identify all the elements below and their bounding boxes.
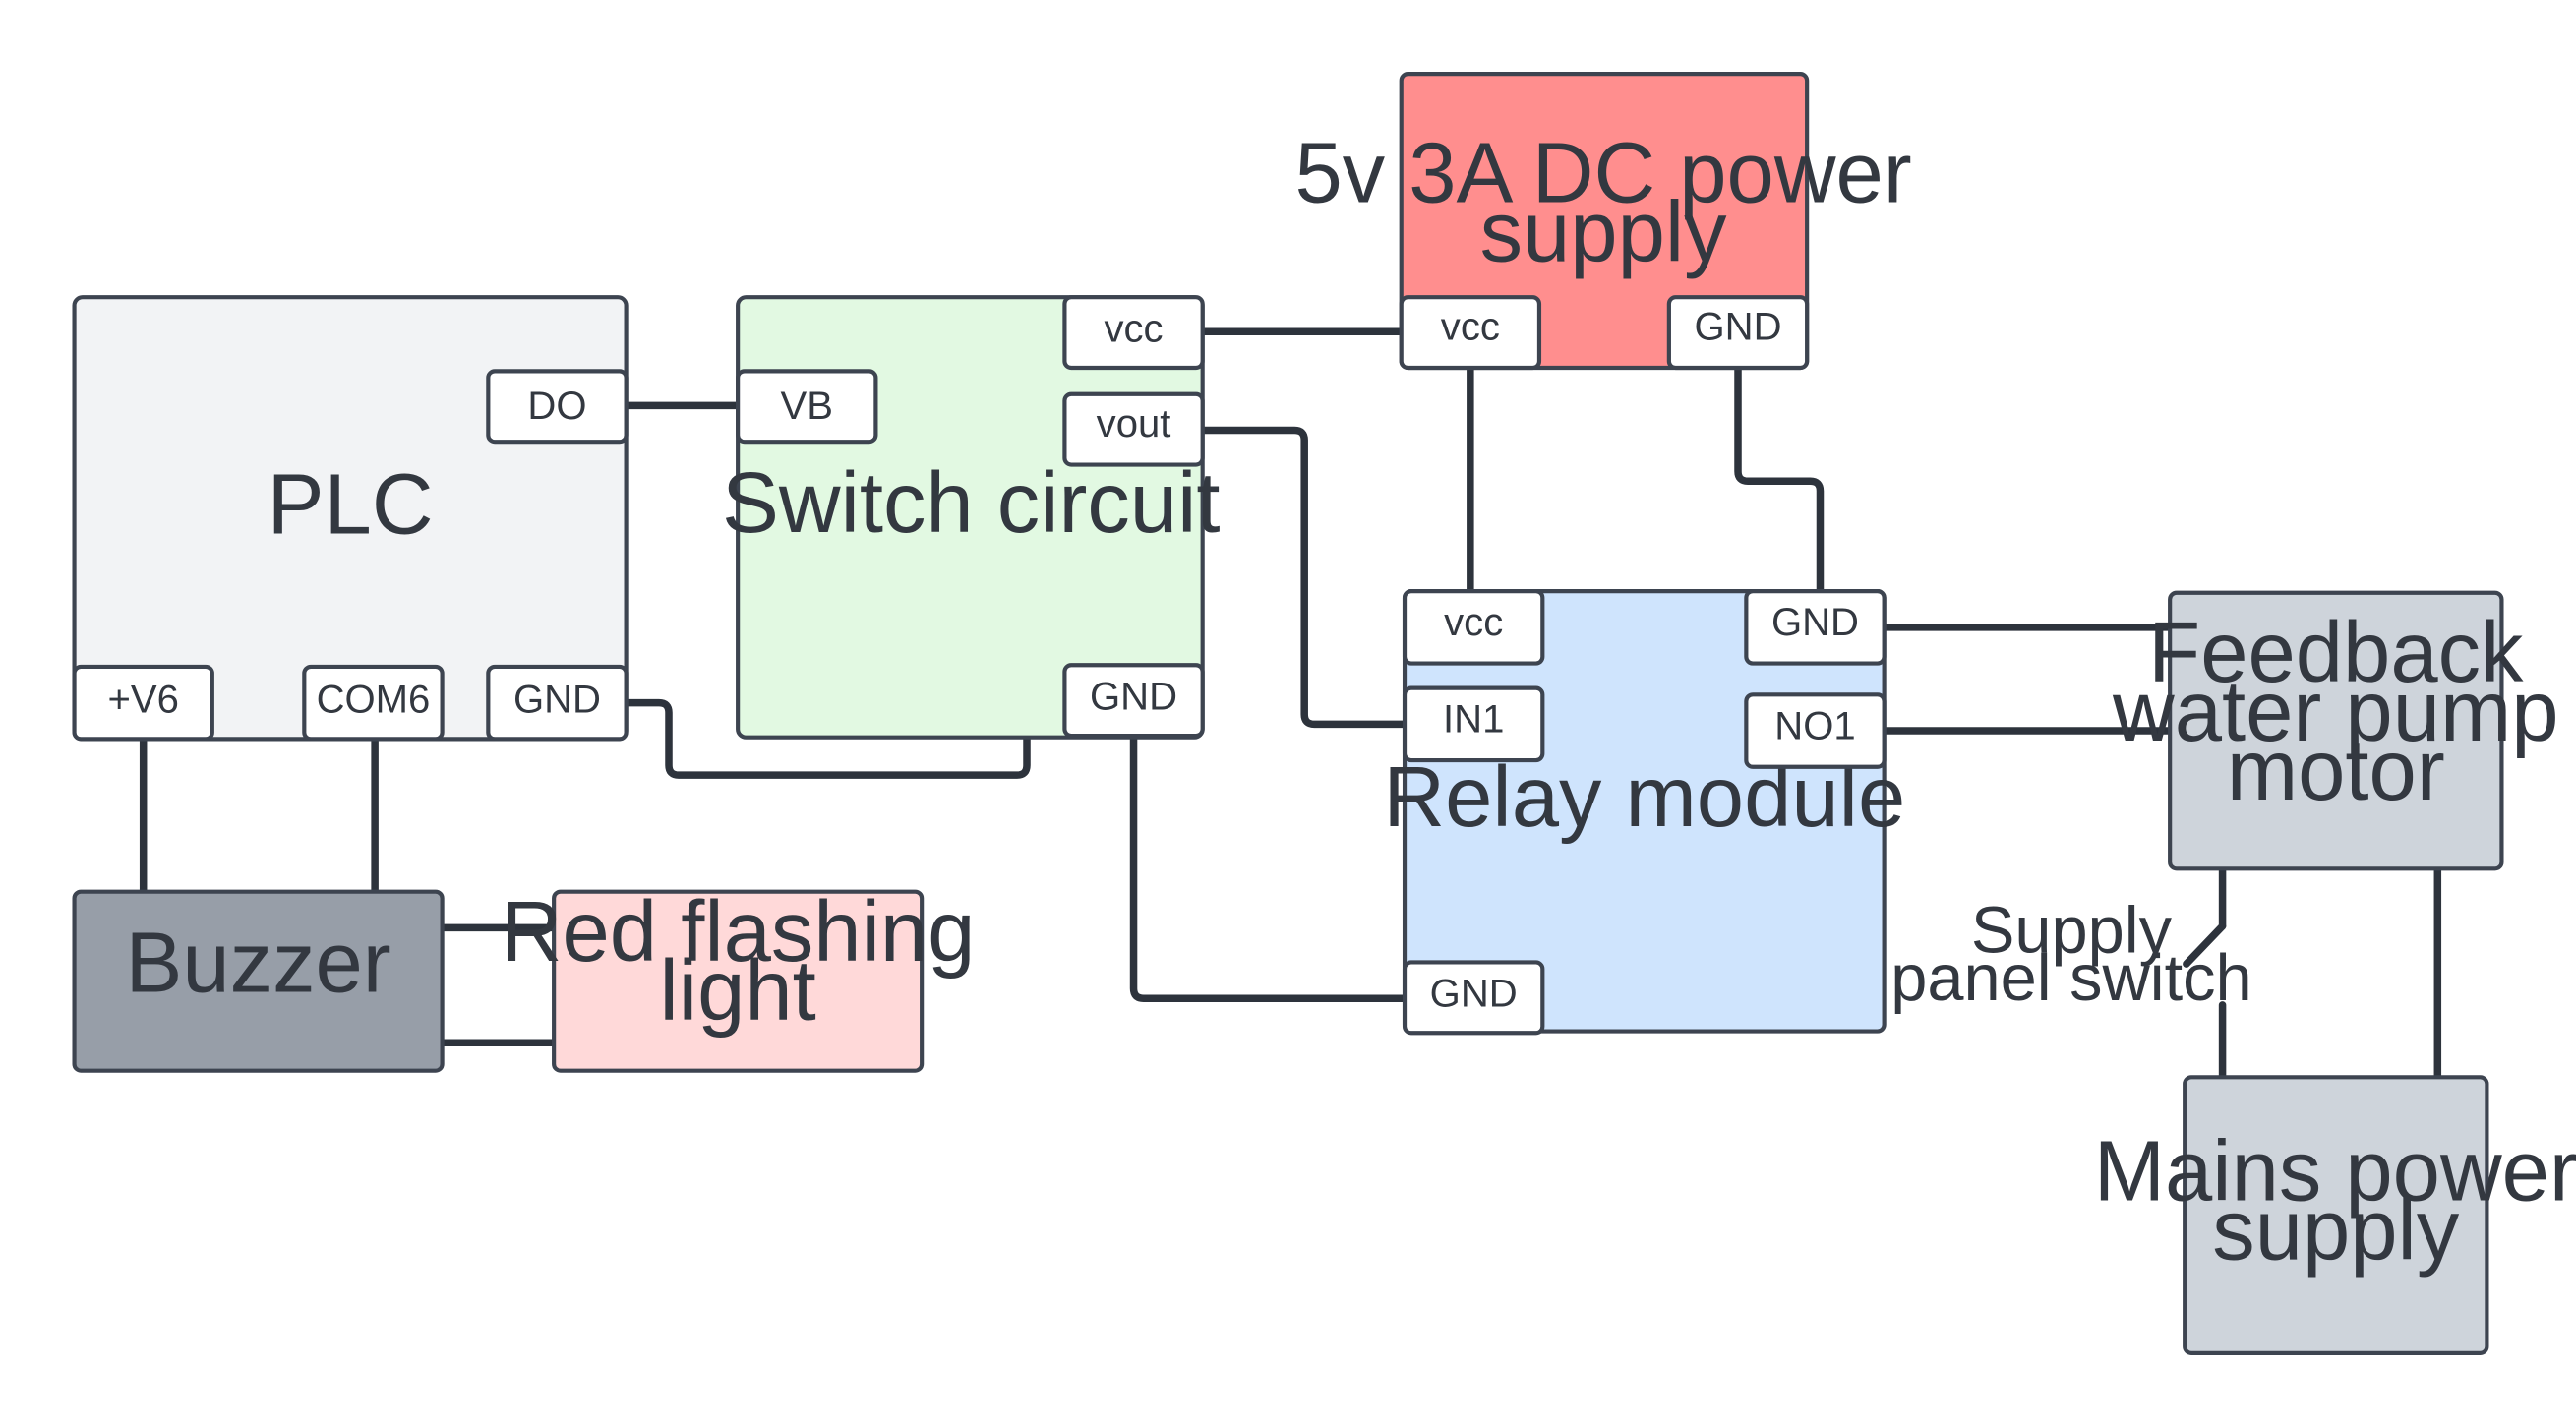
switch-port-vcc-label: vcc xyxy=(1104,307,1163,350)
dc-supply-port-vcc xyxy=(1399,295,1542,371)
plc-port-com6-label: COM6 xyxy=(317,679,431,722)
pump-motor-block: Feedback water pump motor xyxy=(2112,590,2559,871)
plc-block: PLC DO +V6 COM6 GND xyxy=(72,295,629,742)
dc-power-supply-block: 5v 3A DC power supply vcc GND xyxy=(1294,72,1912,371)
relay-port-no1 xyxy=(1744,692,1887,769)
plc-port-do xyxy=(486,369,629,445)
relay-port-gnd-top-label: GND xyxy=(1771,601,1859,644)
plc-port-com6 xyxy=(302,664,445,742)
red-light-body xyxy=(552,889,925,1073)
switch-port-vout xyxy=(1062,391,1205,467)
relay-port-no1-label: NO1 xyxy=(1774,704,1855,747)
buzzer-block: Buzzer xyxy=(72,889,445,1073)
dc-supply-body xyxy=(1399,72,1810,371)
mains-power-supply-block: Mains power supply xyxy=(2094,1075,2576,1355)
switch-port-vb-label: VB xyxy=(781,385,833,428)
dc-supply-port-gnd-label: GND xyxy=(1694,306,1781,349)
switch-port-vcc xyxy=(1062,295,1205,371)
switch-circuit-block: Switch circuit VB vcc vout GND xyxy=(722,295,1221,740)
plc-label: PLC xyxy=(268,457,434,553)
dc-supply-port-vcc-label: vcc xyxy=(1441,306,1500,349)
mains-label-line2: supply xyxy=(2212,1183,2460,1278)
switch-circuit-label: Switch circuit xyxy=(722,455,1221,551)
buzzer-body xyxy=(72,889,445,1073)
plc-port-gnd xyxy=(486,664,629,742)
mains-label-line1: Mains power xyxy=(2094,1124,2576,1219)
wire-switch-gnd-relay-gnd xyxy=(1129,732,1408,1002)
red-light-label-line1: Red flashing xyxy=(501,884,976,980)
wire-supply-gnd-relay-gnd xyxy=(1734,364,1825,595)
dc-supply-port-gnd xyxy=(1666,295,1810,371)
switch-port-gnd xyxy=(1062,663,1205,739)
plc-port-v6 xyxy=(72,664,214,742)
switch-port-vb xyxy=(736,369,878,445)
relay-port-gnd-top xyxy=(1744,589,1887,666)
switch-port-vout-label: vout xyxy=(1097,402,1171,446)
mains-body xyxy=(2183,1075,2489,1355)
switch-port-gnd-label: GND xyxy=(1090,675,1177,718)
red-light-label-line2: light xyxy=(660,943,816,1039)
dc-supply-label-line1: 5v 3A DC power xyxy=(1294,125,1911,220)
supply-switch-label-line1: Supply xyxy=(1971,894,2173,967)
pump-body xyxy=(2168,590,2504,871)
relay-port-in1 xyxy=(1402,685,1545,763)
relay-port-gnd-bottom xyxy=(1402,960,1545,1036)
red-flashing-light-block: Red flashing light xyxy=(501,884,976,1073)
pump-label-line1: Feedback xyxy=(2148,605,2524,700)
wire-vout-in1 xyxy=(1198,426,1408,729)
dc-supply-label-line2: supply xyxy=(1480,184,1728,279)
plc-port-do-label: DO xyxy=(527,385,586,428)
relay-port-vcc-label: vcc xyxy=(1444,601,1503,644)
wire-switch-lever xyxy=(2183,922,2227,968)
relay-port-in1-label: IN1 xyxy=(1443,698,1504,742)
buzzer-label: Buzzer xyxy=(125,916,390,1011)
relay-module-block: Relay module vcc GND IN1 NO1 GND xyxy=(1383,589,1905,1036)
relay-port-gnd-bottom-label: GND xyxy=(1430,973,1518,1016)
plc-port-v6-label: +V6 xyxy=(107,679,178,722)
pump-label-line3: motor xyxy=(2227,723,2445,818)
plc-port-gnd-label: GND xyxy=(513,679,601,722)
supply-panel-switch: Supply panel switch xyxy=(1890,894,2251,1014)
supply-switch-label-line2: panel switch xyxy=(1890,942,2251,1015)
relay-port-vcc xyxy=(1402,589,1545,666)
pump-label-line2: water pump xyxy=(2112,664,2559,759)
wires xyxy=(139,327,2442,1082)
